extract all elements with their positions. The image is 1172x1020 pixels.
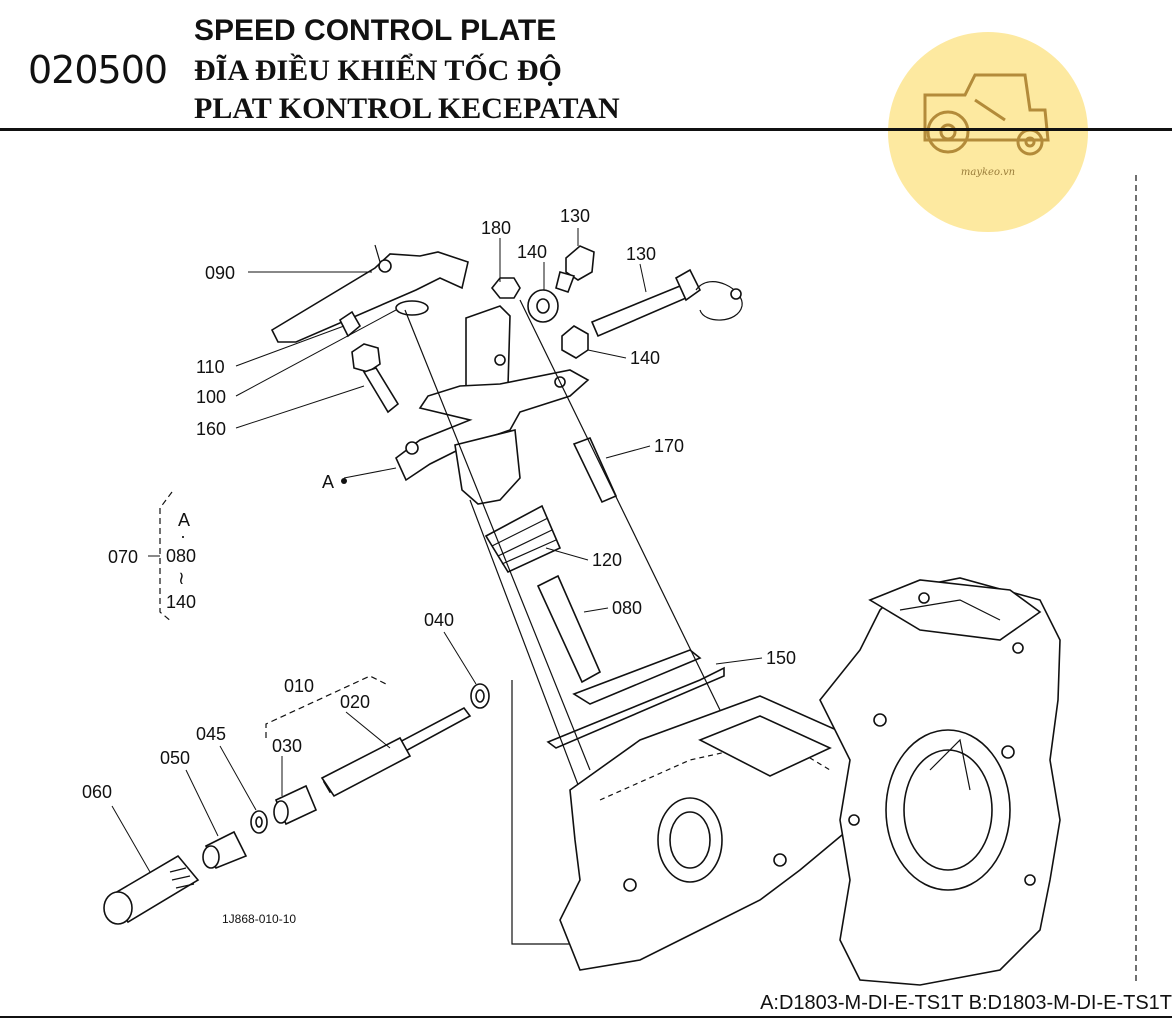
part-120-spring — [484, 504, 562, 574]
logo: maykeo.vn — [888, 32, 1088, 232]
part-130-bolt-short — [555, 245, 595, 294]
part-010-bracket — [265, 675, 387, 738]
header-divider — [0, 128, 1172, 131]
group-070-bracket — [159, 491, 173, 623]
callout-080: 080 — [612, 598, 642, 618]
group-070-mid: 080 — [166, 546, 196, 566]
callout-010: 010 — [284, 676, 314, 696]
part-020-rod — [320, 706, 472, 798]
callout-150: 150 — [766, 648, 796, 668]
part-045-washer — [250, 810, 268, 834]
part-150-gasket — [546, 666, 725, 749]
footer-divider — [0, 1016, 1172, 1018]
callout-045: 045 — [196, 724, 226, 744]
assembly-axis-line — [404, 309, 591, 771]
callout-140-side: 140 — [630, 348, 660, 368]
part-170-spacer — [572, 436, 618, 504]
part-160-bolt — [351, 343, 400, 414]
callout-180: 180 — [481, 218, 511, 238]
callout-020: 020 — [340, 692, 370, 712]
group-070-top: A — [178, 510, 190, 530]
group-070-tilde: ≀ — [178, 568, 185, 588]
part-080-shaft — [536, 574, 702, 705]
callout-130-long: 130 — [626, 244, 656, 264]
part-090-lever — [270, 244, 469, 343]
page-title-id: PLAT KONTROL KECEPATAN — [194, 92, 620, 125]
part-040-washer — [470, 683, 490, 709]
callout-100: 100 — [196, 387, 226, 407]
logo-circle — [888, 32, 1088, 232]
assembly-axis-line — [519, 299, 721, 711]
callout-030: 030 — [272, 736, 302, 756]
leader-lines — [111, 228, 763, 873]
callout-110: 110 — [196, 357, 225, 377]
part-110-pin — [338, 310, 362, 338]
callout-070: 070 — [108, 547, 138, 567]
callout-040: 040 — [424, 610, 454, 630]
page-code: 020500 — [28, 48, 168, 92]
page-title-vi: ĐĨA ĐIỀU KHIỂN TỐC ĐỘ — [194, 54, 562, 87]
part-030-bushing — [273, 784, 318, 826]
callout-160: 160 — [196, 419, 226, 439]
assembly-axis-line — [469, 499, 581, 791]
callout-170: 170 — [654, 436, 684, 456]
group-070-dot: · — [180, 526, 186, 546]
part-050-plug — [202, 830, 248, 870]
part-130-screw-long — [590, 268, 743, 338]
ref-a-dot — [341, 478, 347, 484]
callout-090: 090 — [205, 263, 235, 283]
callout-ref-a: A — [322, 472, 334, 492]
part-180-nut — [490, 277, 521, 299]
model-code: A:D1803-M-DI-E-TS1T B:D1803-M-DI-E-TS1T — [760, 992, 1172, 1014]
part-140-washer-top — [527, 289, 559, 323]
logo-text: maykeo.vn — [961, 167, 1015, 178]
engine-housing — [559, 577, 1061, 986]
part-speed-control-plate — [395, 305, 590, 505]
part-100-washer — [395, 300, 429, 316]
callout-130-top: 130 — [560, 206, 590, 226]
callout-060: 060 — [82, 782, 112, 802]
reference-line — [511, 680, 576, 945]
callout-140-top: 140 — [517, 242, 547, 262]
part-060-sleeve — [103, 854, 200, 925]
callout-120: 120 — [592, 550, 622, 570]
callout-050: 050 — [160, 748, 190, 768]
page-title-en: SPEED CONTROL PLATE — [194, 14, 557, 47]
part-140-nut-side — [561, 325, 589, 359]
group-070-bottom: 140 — [166, 592, 196, 612]
figure-code: 1J868-010-10 — [222, 912, 297, 926]
